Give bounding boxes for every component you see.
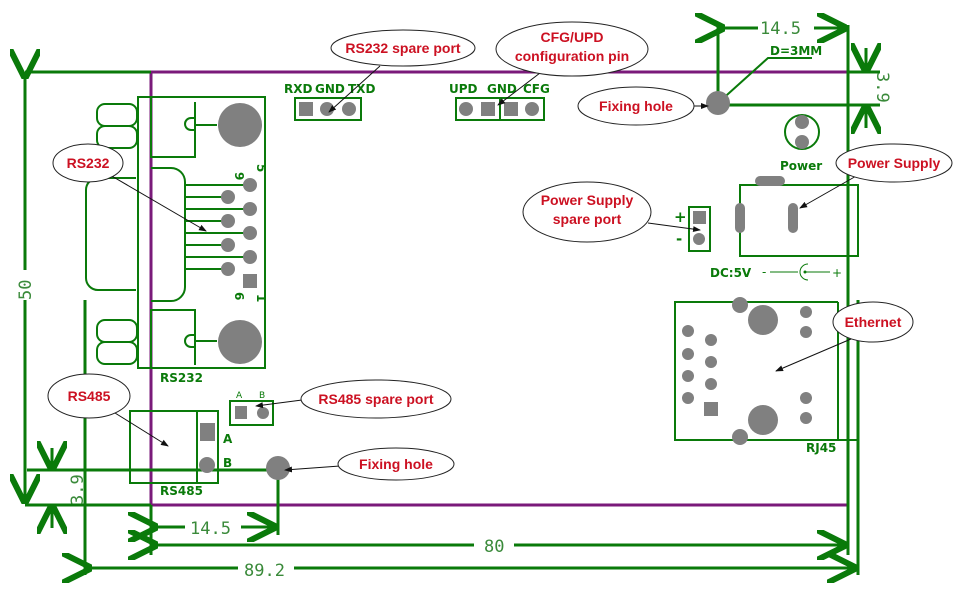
rs485-pin-b: B	[223, 456, 232, 470]
svg-text:Power Supply: Power Supply	[848, 155, 941, 171]
pin-cfg-gnd: GND	[487, 82, 517, 96]
power-led	[784, 114, 820, 150]
rj45-silk-label: RJ45	[806, 441, 836, 455]
pin-upd: UPD	[449, 82, 478, 96]
spare-pin-b: B	[259, 391, 265, 401]
dimension-lines	[25, 22, 880, 575]
svg-text:Fixing hole: Fixing hole	[599, 98, 673, 114]
db9-pin-5: 5	[254, 164, 268, 172]
svg-text:CFG/UPD: CFG/UPD	[541, 29, 604, 45]
dim-board-width: 80	[484, 537, 504, 557]
pin-txd: TXD	[348, 82, 375, 96]
fixing-hole-bottom	[266, 456, 290, 480]
rs485-connector	[129, 410, 219, 484]
callout-cfg-upd: CFG/UPD configuration pin	[495, 21, 649, 77]
callout-rs232: RS232	[52, 143, 124, 183]
dim-total-width: 89.2	[244, 561, 285, 581]
dc-symbol-plus: +	[832, 266, 842, 280]
spare-pin-a: A	[236, 391, 243, 401]
power-plus: +	[674, 208, 687, 226]
dc-polarity-symbol	[770, 263, 830, 281]
rj45-connector	[674, 297, 858, 445]
pin-rxd: RXD	[284, 82, 312, 96]
callout-rs232-spare-port: RS232 spare port	[330, 29, 476, 67]
power-minus: -	[676, 230, 682, 248]
callout-rs485-spare-port: RS485 spare port	[300, 379, 452, 419]
svg-text:Fixing hole: Fixing hole	[359, 456, 433, 472]
svg-text:Power Supply: Power Supply	[541, 192, 634, 208]
callout-power-supply: Power Supply	[835, 143, 953, 183]
callout-fixing-hole-bottom: Fixing hole	[337, 447, 455, 481]
svg-text:spare port: spare port	[553, 211, 622, 227]
fixing-hole-top	[706, 91, 730, 115]
svg-text:RS232 spare port: RS232 spare port	[345, 40, 460, 56]
db9-pin-9: 9	[232, 172, 246, 180]
power-spare-header	[688, 206, 711, 252]
dim-left-offset: 3.9	[68, 474, 88, 505]
power-silk-label: Power	[780, 159, 822, 173]
rs485-pin-a: A	[223, 432, 233, 446]
dc-symbol-minus: -	[762, 265, 766, 279]
pin-gnd: GND	[315, 82, 345, 96]
rs232-connector	[85, 96, 266, 369]
callout-ethernet: Ethernet	[832, 301, 914, 343]
dim-top-width: 14.5	[760, 19, 801, 39]
cfg-header	[455, 97, 545, 121]
callout-fixing-hole-top: Fixing hole	[577, 86, 695, 126]
dim-height: 50	[16, 280, 36, 300]
svg-text:RS485: RS485	[68, 388, 111, 404]
callout-power-supply-spare: Power Supply spare port	[522, 181, 652, 243]
svg-text:RS485 spare port: RS485 spare port	[318, 391, 433, 407]
dc-label: DC:5V	[710, 266, 752, 280]
dim-top-offset: 3.9	[872, 72, 892, 103]
dim-bottom-width: 14.5	[190, 519, 231, 539]
rs232-spare-header	[294, 97, 362, 121]
rs485-silk-label: RS485	[160, 484, 203, 498]
db9-pin-6: 6	[232, 292, 246, 300]
pin-cfg: CFG	[523, 82, 550, 96]
svg-text:Ethernet: Ethernet	[845, 314, 902, 330]
rs232-silk-label: RS232	[160, 371, 203, 385]
db9-pin-1: 1	[254, 294, 268, 302]
callout-pointers	[109, 65, 859, 473]
dim-hole-diameter: D=3MM	[770, 44, 822, 58]
svg-text:configuration pin: configuration pin	[515, 48, 629, 64]
power-jack	[735, 176, 859, 257]
svg-text:RS232: RS232	[67, 155, 110, 171]
rs485-spare-header	[229, 400, 274, 426]
callout-rs485: RS485	[47, 373, 131, 419]
